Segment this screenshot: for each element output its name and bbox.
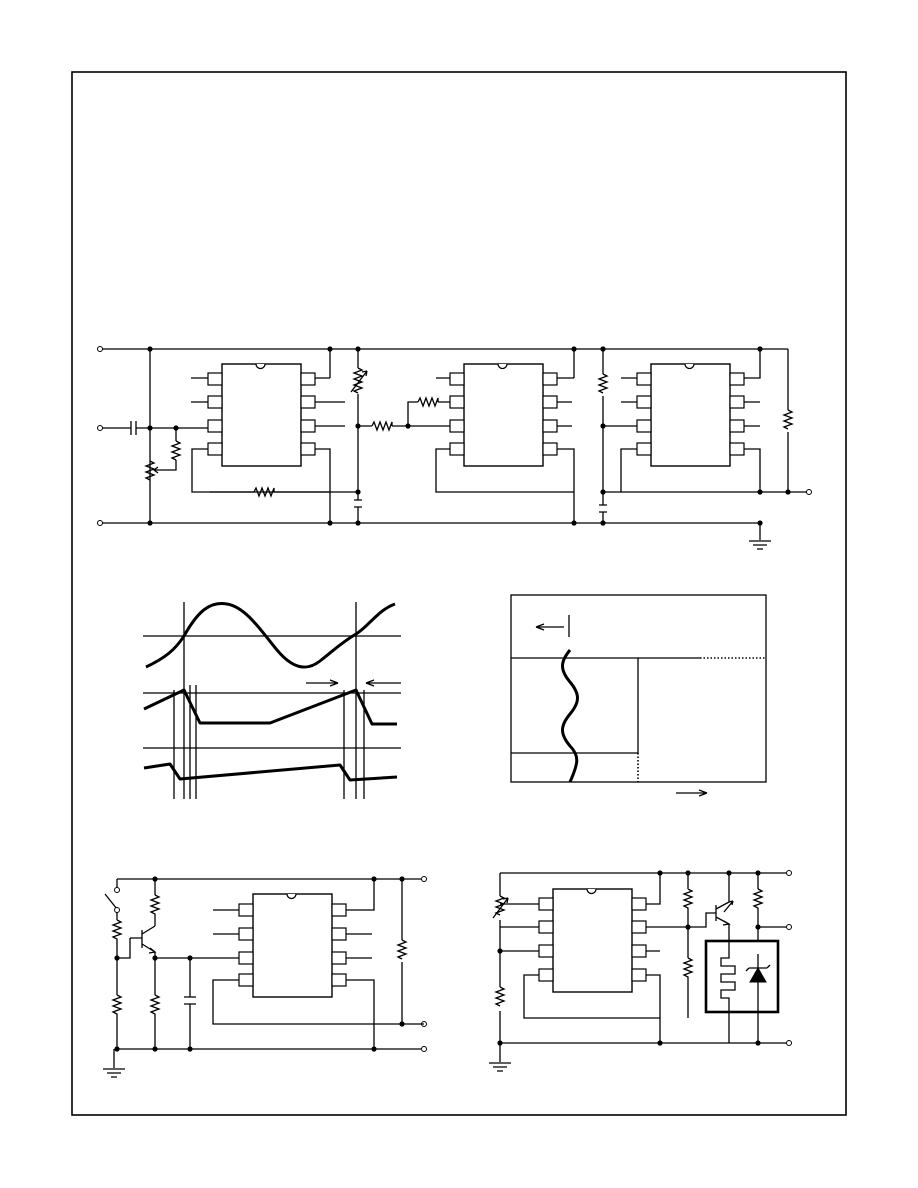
vcc-terminal (97, 346, 103, 352)
relay-timer-circuit (489, 870, 792, 1072)
ic-wiring (212, 879, 424, 1049)
rails (499, 872, 786, 1062)
rails (113, 878, 421, 1068)
ground-symbol (489, 1062, 511, 1072)
input-resistor (170, 440, 182, 461)
ic-right-wiring (646, 873, 688, 1043)
ic3-wiring (599, 349, 761, 523)
output-resistor (752, 873, 786, 928)
ic3-body (650, 363, 731, 467)
relay-box (704, 939, 780, 1014)
coupling-resistor (371, 420, 393, 432)
start-switch (104, 879, 118, 920)
ic-body (552, 888, 633, 993)
transistor-arrow (723, 900, 734, 913)
relay-coil (720, 945, 736, 1043)
ripple-waveform (561, 649, 579, 783)
output-wiring (759, 349, 808, 540)
trim-pot (144, 460, 156, 481)
ic-body (252, 893, 333, 998)
ic1-notch (255, 363, 266, 370)
ic1-wiring (191, 349, 345, 523)
junction-dots (114, 876, 405, 1052)
ic2-wiring (435, 349, 575, 523)
adjust-arrow (492, 897, 509, 919)
three-timer-circuit (97, 346, 812, 550)
ic2-notch (497, 363, 508, 370)
junction-dots (497, 870, 761, 1046)
page-frame (71, 71, 847, 1116)
trim-pot-wiper (152, 466, 160, 474)
divider-resistors (111, 919, 123, 1049)
ic2-body (463, 363, 544, 467)
arrow-right (306, 679, 339, 687)
bias-network (682, 873, 716, 1018)
input-capacitor (130, 421, 137, 435)
ground-symbol (749, 540, 771, 550)
adjust-arrow (350, 370, 368, 393)
ic-notch (586, 888, 597, 895)
coupling-wiring (354, 349, 450, 523)
input-wiring (102, 349, 208, 523)
output-terminal (806, 489, 812, 495)
sawtooth-waveform (143, 688, 397, 726)
lower-resistor (494, 986, 506, 1007)
load-resistor (396, 939, 408, 960)
zener-diode (749, 966, 767, 983)
response-graph (510, 594, 767, 797)
junction-dots (147, 346, 791, 526)
ground-symbol (103, 1068, 125, 1078)
arrow-time (676, 789, 708, 797)
ic3-notch (684, 363, 695, 370)
npn-transistor (715, 873, 731, 945)
sine-input-waveform (145, 601, 396, 669)
arrow-back (535, 615, 570, 637)
zener-bar (745, 964, 771, 972)
ic3-pullup-resistor (597, 373, 609, 394)
ground-terminal (97, 520, 103, 526)
bias-resistor (417, 396, 439, 408)
feedback-resistor (253, 486, 275, 498)
arrow-left (365, 679, 401, 687)
pnp-transistor (141, 925, 157, 954)
ramp-waveform (143, 762, 398, 782)
delay-markers (173, 685, 365, 799)
ic1-body (221, 363, 302, 467)
base-wire (117, 937, 142, 959)
collector-wiring (149, 879, 161, 1049)
adjust-resistor (352, 367, 364, 394)
load-resistor (782, 409, 794, 430)
timing-capacitor (155, 957, 239, 1049)
ic-notch (286, 893, 297, 900)
input-terminal (97, 425, 103, 431)
transistor-timer-circuit (103, 876, 427, 1078)
timing-waveforms (143, 601, 401, 799)
